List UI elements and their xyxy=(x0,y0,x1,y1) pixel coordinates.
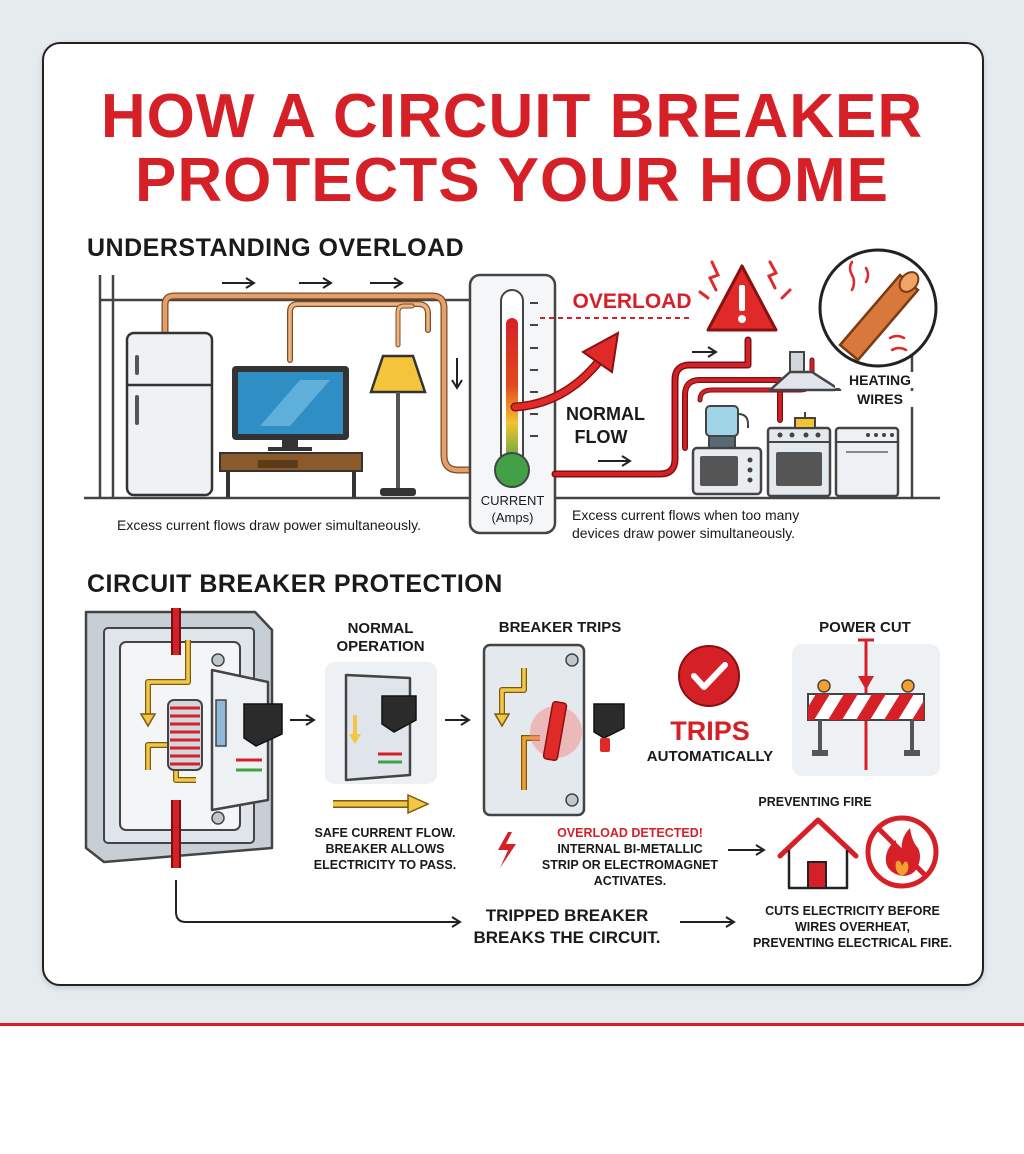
detected-detail-2: STRIP OR ELECTROMAGNET xyxy=(541,858,719,872)
floor-lamp-icon xyxy=(369,354,427,496)
tv-stand-icon xyxy=(219,452,363,497)
heating-wires-label-1: HEATING xyxy=(835,372,925,389)
rising-arrow-icon xyxy=(510,331,620,412)
house-wiring xyxy=(161,292,482,474)
title-line-2: PROTECTS YOUR HOME xyxy=(134,146,890,215)
tripped-breaker-label-1: TRIPPED BREAKER xyxy=(485,906,649,925)
warning-icon xyxy=(698,260,792,332)
preventing-fire-label: PREVENTING FIRE xyxy=(758,795,872,809)
normal-flow-label-2: FLOW xyxy=(574,427,628,447)
refrigerator-icon xyxy=(125,331,214,497)
cuts-electricity-label-3: PREVENTING ELECTRICAL FIRE. xyxy=(752,936,953,950)
tripped-breaker-label-2: BREAKS THE CIRCUIT. xyxy=(473,928,661,947)
overload-label: OVERLOAD xyxy=(572,290,692,313)
trips-label: TRIPS xyxy=(670,716,750,746)
safe-flow-label-2: BREAKER ALLOWS xyxy=(325,842,445,856)
safe-flow-arrow-icon xyxy=(333,793,430,815)
cuts-electricity-label-1: CUTS ELECTRICITY BEFORE xyxy=(765,904,940,918)
title-line-1: HOW A CIRCUIT BREAKER xyxy=(100,82,924,151)
no-fire-icon xyxy=(865,815,939,889)
normal-operation-label-1: NORMAL xyxy=(347,620,414,637)
safe-flow-label-3: ELECTRICITY TO PASS. xyxy=(313,858,457,872)
breaker-trips-label: BREAKER TRIPS xyxy=(498,619,622,636)
meter-label-2: (Amps) xyxy=(491,510,534,525)
stage-arrows xyxy=(290,714,471,726)
flow-arrows-kitchen xyxy=(598,346,718,467)
breaker-cutaway-icon xyxy=(84,608,283,868)
footer-divider xyxy=(0,1023,1024,1026)
normal-breaker-icon xyxy=(325,662,437,784)
dishwasher-icon xyxy=(834,426,900,498)
meter-label-1: CURRENT xyxy=(480,493,545,508)
detected-detail-1: INTERNAL BI-METALLIC xyxy=(557,842,703,856)
check-circle-icon xyxy=(678,645,740,707)
heating-wires-label-2: WIRES xyxy=(835,391,925,408)
tripping-breaker-icon xyxy=(482,643,625,817)
overload-detected-label: OVERLOAD DETECTED! xyxy=(557,826,703,840)
automatically-label: AUTOMATICALLY xyxy=(646,748,774,765)
range-hood-icon xyxy=(768,351,842,392)
normal-flow-label-1: NORMAL xyxy=(566,404,645,424)
flow-arrows-top xyxy=(222,277,463,390)
normal-operation-label-2: OPERATION xyxy=(336,638,425,655)
cuts-electricity-label-2: WIRES OVERHEAT, xyxy=(794,920,911,934)
blender-icon xyxy=(705,405,749,449)
microwave-icon xyxy=(691,446,763,496)
television-icon xyxy=(232,366,349,451)
power-cut-barrier-icon xyxy=(792,638,940,776)
house-icon xyxy=(777,817,859,890)
room-frame xyxy=(84,275,940,500)
fire-arrows xyxy=(175,844,766,928)
off-label: OFF xyxy=(589,762,611,774)
overload-caption-right-2: devices draw power simultaneously. xyxy=(572,525,796,541)
overload-caption-left: Excess current flows draw power simultan… xyxy=(117,517,421,533)
protection-heading: CIRCUIT BREAKER PROTECTION xyxy=(87,570,503,598)
overload-caption-right-1: Excess current flows when too many xyxy=(572,507,800,523)
heating-wire-icon xyxy=(818,248,938,368)
overload-heading: UNDERSTANDING OVERLOAD xyxy=(87,234,465,262)
power-cut-label: POWER CUT xyxy=(819,619,911,636)
safe-flow-label-1: SAFE CURRENT FLOW. xyxy=(314,826,456,840)
lightning-icon xyxy=(498,832,516,868)
detected-detail-3: ACTIVATES. xyxy=(593,874,667,888)
stove-icon xyxy=(766,412,832,498)
